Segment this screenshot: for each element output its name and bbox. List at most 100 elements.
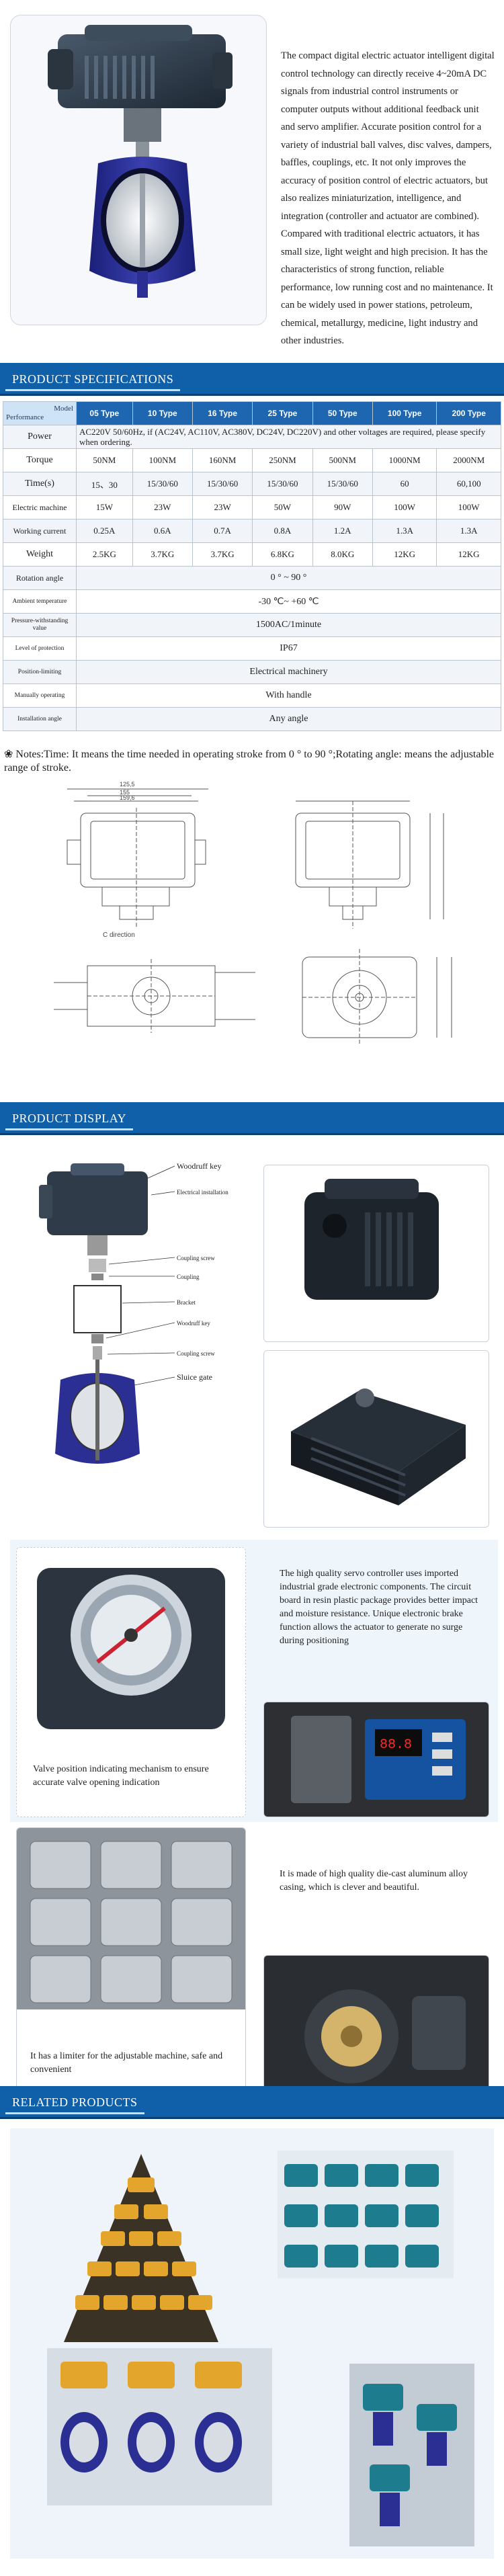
flange-view-drawing xyxy=(54,959,255,1033)
row-label: Pressure-withstanding value xyxy=(3,613,77,637)
table-cell: 0.7A xyxy=(192,519,253,543)
type-header: 200 Type xyxy=(436,401,501,425)
corner-model-label: Model xyxy=(54,405,73,413)
row-label: Rotation angle xyxy=(3,566,77,590)
intro-description: The compact digital electric actuator in… xyxy=(281,50,495,346)
related-product-yellow-valves xyxy=(47,2348,272,2505)
valve-indicator-card: Valve position indicating mechanism to e… xyxy=(16,1547,246,1817)
table-cell: 15、30 xyxy=(76,472,133,496)
callout-bracket: Bracket xyxy=(177,1299,196,1306)
type-header: 100 Type xyxy=(372,401,437,425)
exploded-view-diagram: Woodruff key Electrical installation Cou… xyxy=(34,1158,255,1474)
span-value: -30 ℃~ +60 ℃ xyxy=(76,589,501,614)
table-row: Power AC220V 50/60Hz, if (AC24V, AC110V,… xyxy=(3,425,501,449)
table-cell: 3.7KG xyxy=(132,542,193,567)
teal-actuators-svg xyxy=(278,2151,454,2278)
table-cell: 50W xyxy=(252,495,313,520)
valve-indicator-svg xyxy=(17,1548,245,1736)
table-row: Level of protection IP67 xyxy=(3,636,501,661)
row-label: Position-limiting xyxy=(3,660,77,684)
row-label: Installation angle xyxy=(3,707,77,731)
type-header: 25 Type xyxy=(252,401,313,425)
servo-controller-card: The high quality servo controller uses i… xyxy=(263,1547,489,1817)
type-header: 16 Type xyxy=(192,401,253,425)
caption-limiter: It has a limiter for the adjustable mach… xyxy=(30,2051,223,2075)
callout-woodruff-key-top: Woodruff key xyxy=(177,1161,221,1171)
aluminum-casing-card: It is made of high quality die-cast alum… xyxy=(263,1827,489,2111)
limiter-card: It has a limiter for the adjustable mach… xyxy=(16,1827,246,2111)
installed-actuators-svg xyxy=(349,2364,474,2546)
intro-product-photo xyxy=(10,15,267,325)
technical-drawing-svg: 125,5 155 159,6 C direction xyxy=(54,781,452,1044)
span-value: With handle xyxy=(76,683,501,708)
span-value: Any angle xyxy=(76,707,501,731)
table-cell: 100W xyxy=(372,495,437,520)
specifications-table: Model Performance 05 Type 10 Type 16 Typ… xyxy=(3,401,501,731)
table-row: Rotation angle 0 ° ~ 90 ° xyxy=(3,566,501,590)
table-cell: 12KG xyxy=(436,542,501,567)
type-header: 50 Type xyxy=(312,401,373,425)
span-value: 1500AC/1minute xyxy=(76,613,501,637)
intro-description-panel: The compact digital electric actuator in… xyxy=(273,15,501,346)
span-value: IP67 xyxy=(76,636,501,661)
table-cell: 23W xyxy=(192,495,253,520)
limiter-photo xyxy=(263,1955,489,2111)
table-cell: 0.8A xyxy=(252,519,313,543)
table-cell: 8.0KG xyxy=(312,542,373,567)
side-view-drawing xyxy=(295,800,444,929)
note-marker-icon: ❀ xyxy=(4,749,16,760)
table-cell: 100W xyxy=(436,495,501,520)
table-cell: 50NM xyxy=(76,448,133,472)
power-value: AC220V 50/60Hz, if (AC24V, AC110V, AC380… xyxy=(76,425,501,449)
type-header: 10 Type xyxy=(132,401,193,425)
row-label: Working current xyxy=(3,519,77,543)
exploded-view-svg: Woodruff key Electrical installation Cou… xyxy=(39,1161,228,1464)
table-cell: 2.5KG xyxy=(76,542,133,567)
table-row: Position-limiting Electrical machinery xyxy=(3,660,501,684)
callout-woodruff-key: Woodruff key xyxy=(177,1320,210,1327)
table-cell: 1.3A xyxy=(436,519,501,543)
table-corner-cell: Model Performance xyxy=(3,401,77,425)
table-cell: 12KG xyxy=(372,542,437,567)
table-cell: 90W xyxy=(312,495,373,520)
dim-label: 125,5 xyxy=(120,781,135,788)
table-row: Torque 50NM 100NM 160NM 250NM 500NM 1000… xyxy=(3,448,501,472)
table-cell: 15/30/60 xyxy=(192,472,253,496)
table-row: Pressure-withstanding value 1500AC/1minu… xyxy=(3,613,501,637)
yellow-valves-svg xyxy=(47,2348,272,2505)
row-label: Time(s) xyxy=(3,472,77,496)
svg-text:88.8: 88.8 xyxy=(380,1737,412,1753)
callout-electrical-installation: Electrical installation xyxy=(177,1189,228,1196)
table-cell: 6.8KG xyxy=(252,542,313,567)
yellow-actuator-pyramid-svg xyxy=(64,2154,218,2342)
callout-sluice-gate: Sluice gate xyxy=(177,1372,212,1382)
type-header: 05 Type xyxy=(76,401,133,425)
table-cell: 0.6A xyxy=(132,519,193,543)
caption-valve-indicator: Valve position indicating mechanism to e… xyxy=(33,1764,209,1788)
actuator-photo-angle xyxy=(263,1350,489,1528)
limiter-photo-svg xyxy=(264,1956,489,2110)
section-header-related: RELATED PRODUCTS xyxy=(0,2086,504,2119)
table-cell: 100NM xyxy=(132,448,193,472)
table-cell: 3.7KG xyxy=(192,542,253,567)
row-label: Ambient temperature xyxy=(3,589,77,614)
section-header-specifications: PRODUCT SPECIFICATIONS xyxy=(0,363,504,396)
row-label: Manually operating xyxy=(3,683,77,708)
actuator-photo-side-svg xyxy=(264,1165,489,1341)
table-row: Ambient temperature -30 ℃~ +60 ℃ xyxy=(3,589,501,614)
table-cell: 60 xyxy=(372,472,437,496)
section-title-specifications: PRODUCT SPECIFICATIONS xyxy=(5,369,181,391)
callout-coupling-screw-2: Coupling screw xyxy=(177,1350,215,1357)
table-cell: 1000NM xyxy=(372,448,437,472)
table-row: Installation angle Any angle xyxy=(3,707,501,731)
callout-coupling-screw: Coupling screw xyxy=(177,1255,215,1261)
servo-controller-photo: 88.8 xyxy=(263,1702,489,1817)
row-label: Power xyxy=(3,425,77,449)
corner-performance-label: Performance xyxy=(6,413,44,421)
table-cell: 500NM xyxy=(312,448,373,472)
butterfly-valve-actuator-image xyxy=(48,25,233,298)
dim-label: 159,6 xyxy=(120,794,135,801)
spec-notes: ❀ Notes:Time: It means the time needed i… xyxy=(4,748,501,775)
actuator-photo-angle-svg xyxy=(264,1351,489,1527)
